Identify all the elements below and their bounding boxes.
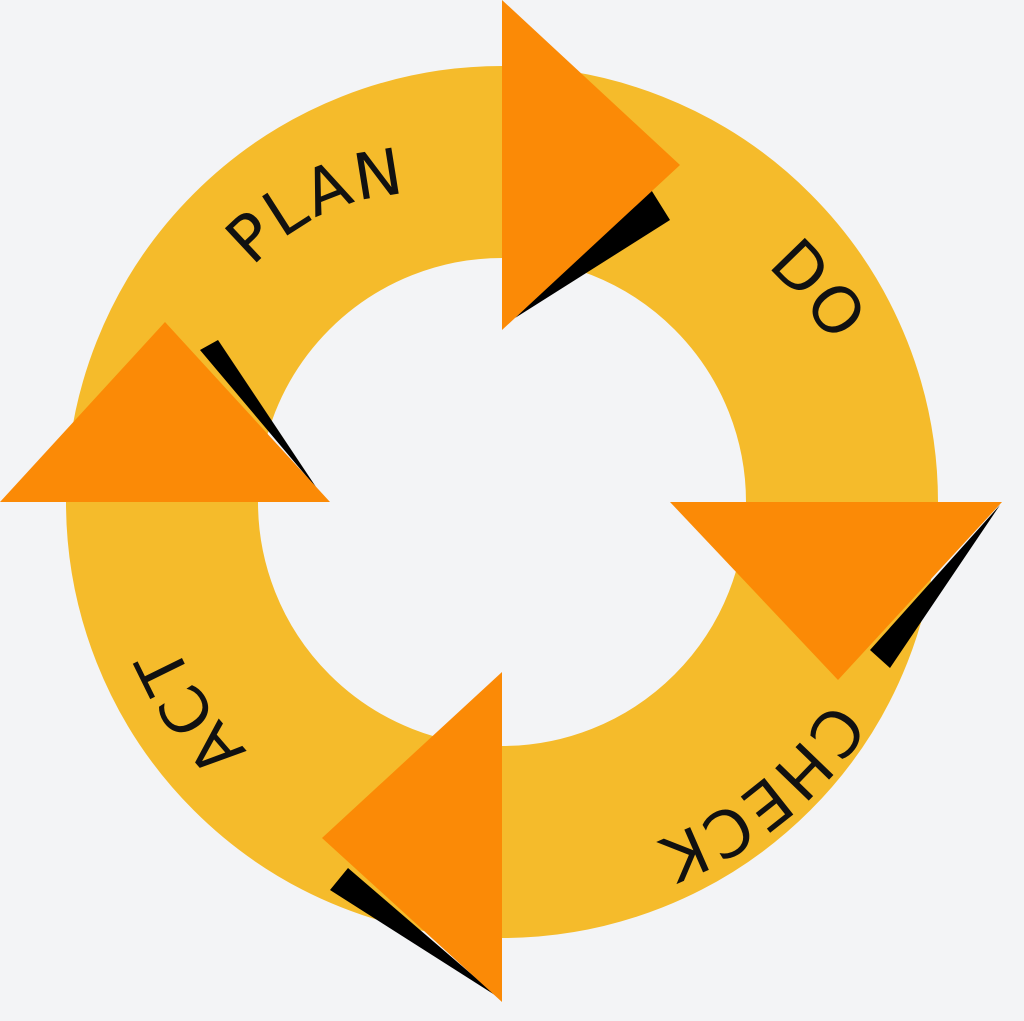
plan-arrowhead [0, 322, 330, 502]
check-arrowhead [670, 502, 1002, 680]
do-arrowhead [502, 0, 680, 330]
act-arrow-shadow [330, 868, 498, 997]
act-arrowhead [322, 672, 502, 1002]
plan-arrow-shadow [200, 340, 318, 490]
do-arrow-shadow [515, 188, 670, 318]
check-arrow-shadow [870, 505, 1000, 668]
